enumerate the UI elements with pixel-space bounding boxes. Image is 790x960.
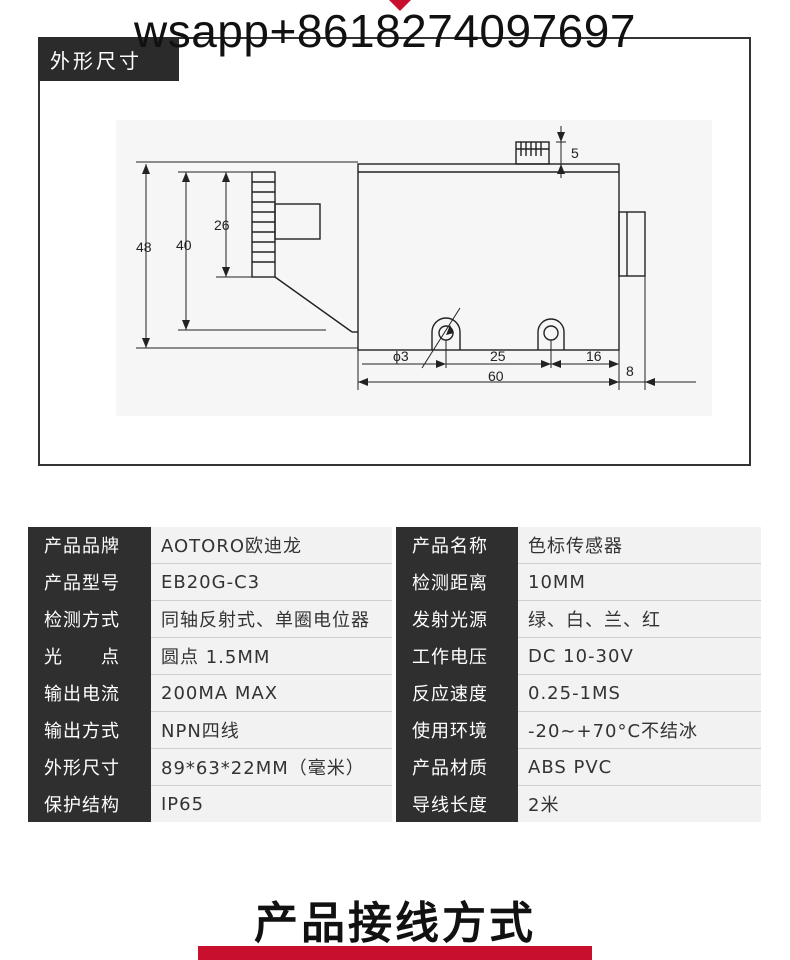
spec-value: 10MM (518, 563, 761, 601)
wiring-section-title: 产品接线方式 (254, 898, 536, 949)
spec-label: 光 点 (28, 637, 151, 675)
spec-label: 产品材质 (396, 748, 518, 786)
spec-value: 2米 (518, 785, 761, 822)
dimension-title: 外形尺寸 (38, 37, 179, 81)
wiring-section-underline (198, 946, 592, 960)
spec-value: DC 10-30V (518, 637, 761, 675)
lens-ring (251, 171, 276, 278)
top-arrow-marker (389, 0, 411, 11)
dim-40: 40 (176, 237, 192, 253)
spec-label: 检测方式 (28, 600, 151, 638)
spec-label: 输出方式 (28, 711, 151, 749)
dim-26: 26 (214, 217, 230, 233)
spec-value: IP65 (151, 785, 392, 822)
dim-phi3: ϕ3 (393, 348, 409, 364)
spec-value: AOTORO欧迪龙 (151, 527, 392, 564)
spec-label: 导线长度 (396, 785, 518, 822)
spec-gap (392, 600, 396, 638)
spec-label: 反应速度 (396, 674, 518, 712)
spec-label: 使用环境 (396, 711, 518, 749)
spec-value: 200MA MAX (151, 674, 392, 712)
sensor-body (357, 163, 620, 351)
dim-25: 25 (490, 348, 506, 364)
spec-gap (392, 563, 396, 601)
spec-label: 产品型号 (28, 563, 151, 601)
dim-5: 5 (571, 145, 579, 161)
spec-label: 外形尺寸 (28, 748, 151, 786)
spec-value: ABS PVC (518, 748, 761, 786)
spec-row: 检测方式同轴反射式、单圈电位器发射光源绿、白、兰、红 (28, 600, 761, 638)
spec-label: 工作电压 (396, 637, 518, 675)
spec-label: 输出电流 (28, 674, 151, 712)
dim-16: 16 (586, 348, 602, 364)
spec-gap (392, 637, 396, 675)
spec-gap (392, 527, 396, 564)
spec-value: 0.25-1MS (518, 674, 761, 712)
dim-48: 48 (136, 239, 152, 255)
spec-value: 圆点 1.5MM (151, 637, 392, 675)
dimension-svg: 48 40 26 5 ϕ3 25 16 60 8 (136, 126, 696, 390)
spec-gap (392, 785, 396, 822)
right-connector (618, 211, 646, 277)
spec-value: 同轴反射式、单圈电位器 (151, 600, 392, 638)
spec-gap (392, 748, 396, 786)
spec-value: EB20G-C3 (151, 563, 392, 601)
watermark-text: wsapp+8618274097697 (134, 5, 636, 57)
spec-gap (392, 711, 396, 749)
top-knob (515, 141, 550, 165)
spec-label: 保护结构 (28, 785, 151, 822)
dim-60: 60 (488, 368, 504, 384)
lens-tube (274, 203, 321, 240)
spec-value: 色标传感器 (518, 527, 761, 564)
spec-value: -20~+70°C不结冰 (518, 711, 761, 749)
spec-value: NPN四线 (151, 711, 392, 749)
spec-gap (392, 674, 396, 712)
spec-value: 89*63*22MM（毫米） (151, 748, 392, 786)
spec-label: 产品名称 (396, 527, 518, 564)
spec-label: 发射光源 (396, 600, 518, 638)
spec-label: 检测距离 (396, 563, 518, 601)
spec-label: 产品品牌 (28, 527, 151, 564)
dimension-drawing: 48 40 26 5 ϕ3 25 16 60 8 (116, 120, 712, 416)
spec-value: 绿、白、兰、红 (518, 600, 761, 638)
dim-8: 8 (626, 363, 634, 379)
